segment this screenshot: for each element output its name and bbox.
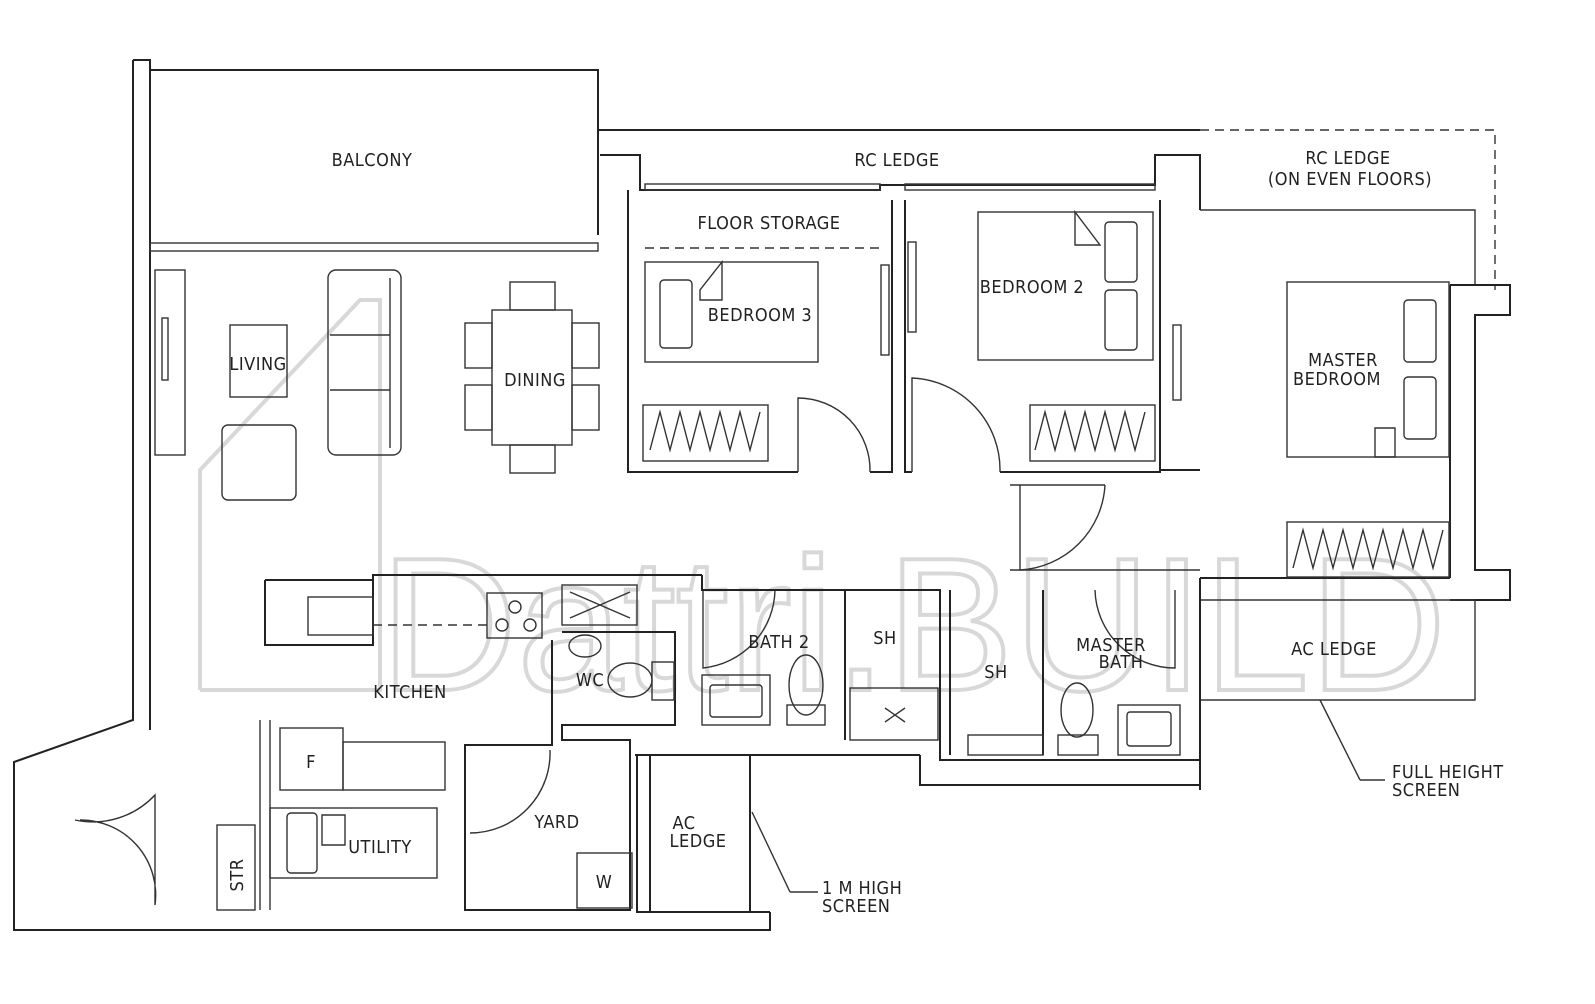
label-sh-2: SH <box>984 662 1007 683</box>
label-rc-ledge: RC LEDGE <box>854 150 939 171</box>
label-bedroom-3: BEDROOM 3 <box>708 305 812 326</box>
furniture-living <box>221 269 600 501</box>
callout-full-height-2: SCREEN <box>1392 780 1460 801</box>
label-sh-1: SH <box>873 628 896 649</box>
label-kitchen: KITCHEN <box>373 682 447 703</box>
label-store: STR <box>227 859 248 892</box>
label-rc-ledge-even: RC LEDGE <box>1305 148 1390 169</box>
label-washer: W <box>596 872 613 893</box>
label-ac-ledge-mid-2: LEDGE <box>669 831 726 852</box>
service-areas <box>216 574 1385 913</box>
watermark-text: Dattri.BUILD <box>380 519 1446 731</box>
callout-labels: FULL HEIGHT SCREEN 1 M HIGH SCREEN <box>822 762 1504 917</box>
callout-full-height-1: FULL HEIGHT <box>1392 762 1504 783</box>
label-yard: YARD <box>533 812 579 833</box>
label-rc-ledge-even-note: (ON EVEN FLOORS) <box>1268 169 1432 190</box>
label-ac-ledge-mid-1: AC <box>672 813 695 834</box>
label-floor-storage: FLOOR STORAGE <box>697 213 840 234</box>
label-bath-2: BATH 2 <box>748 632 809 653</box>
furniture-bedrooms <box>642 209 1450 578</box>
label-balcony: BALCONY <box>332 150 413 171</box>
bedroom-walls <box>627 190 1200 571</box>
label-bedroom-2: BEDROOM 2 <box>980 277 1084 298</box>
label-dining: DINING <box>504 370 566 391</box>
callout-1m-high-1: 1 M HIGH <box>822 878 902 899</box>
label-master-bedroom-2: BEDROOM <box>1293 369 1381 390</box>
label-master-bath-1: MASTER <box>1076 635 1146 656</box>
outer-walls <box>13 59 1511 931</box>
label-ac-ledge-right: AC LEDGE <box>1291 639 1377 660</box>
doors <box>74 241 1182 906</box>
label-utility: UTILITY <box>348 837 412 858</box>
watermark: Dattri.BUILD <box>198 298 1448 733</box>
label-master-bedroom-1: MASTER <box>1308 350 1378 371</box>
label-living: LIVING <box>229 354 286 375</box>
room-labels: BALCONY RC LEDGE RC LEDGE (ON EVEN FLOOR… <box>227 148 1432 893</box>
label-wc: WC <box>576 670 604 691</box>
label-fridge: F <box>306 752 316 773</box>
callout-1m-high-2: SCREEN <box>822 896 890 917</box>
label-master-bath-2: BATH <box>1099 652 1144 673</box>
